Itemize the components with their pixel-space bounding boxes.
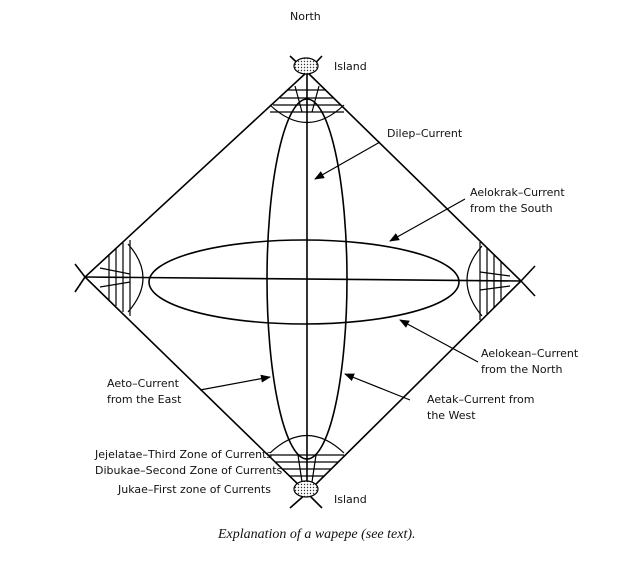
zone-arcs [127,104,483,454]
horizontal-axis [84,276,522,282]
arrow-dilep [314,141,381,180]
island-top-shape [293,57,319,75]
horizontal-ellipse-current [148,239,460,325]
dilep-label: Dilep–Current [387,127,463,140]
top-zone-hatching [270,85,344,113]
aetak-label-line1: Aetak–Current from [427,393,534,406]
arrow-aetak [344,373,411,401]
aeto-label-line2: from the East [107,393,182,406]
right-zone-hatching [479,242,511,320]
aeto-label-line1: Aeto–Current [107,377,180,390]
dibukae-label: Dibukae–Second Zone of Currents [95,464,283,477]
north-label: North [290,10,321,23]
aelokean-label-line2: from the North [481,363,562,376]
island-bottom-shape [293,480,319,498]
aelokrak-label-line2: from the South [470,202,553,215]
figure-caption: Explanation of a wapepe (see text). [217,527,416,542]
left-zone-hatching [99,240,131,316]
jukae-label: Jukae–First zone of Currents [117,483,271,496]
vertical-ellipse-current [266,98,348,460]
aetak-label-line2: the West [427,409,476,422]
aelokean-label-line1: Aelokean–Current [481,347,579,360]
bottom-zone-hatching [270,454,344,483]
arrow-aeto [199,374,271,391]
annotation-arrows [199,141,479,401]
island-top-label: Island [334,60,367,73]
arrow-aelokrak [389,198,466,242]
corner-crossings [74,55,536,509]
island-bottom-label: Island [334,493,367,506]
aelokrak-label-line1: Aelokrak–Current [470,186,565,199]
arrow-aelokean [399,319,479,363]
jejelatae-label: Jejelatae–Third Zone of Currents [94,448,272,461]
